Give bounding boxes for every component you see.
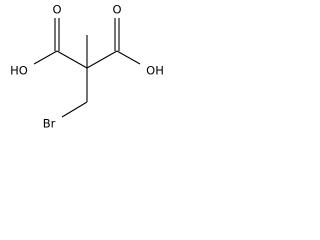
bond-c-left-carboxyl [56,50,88,69]
atom-oxygen-top-right: O [112,3,121,17]
atom-labels: O HO O OH Br [10,3,164,131]
bond-right-hydroxyl [116,50,141,65]
bonds [33,18,141,118]
chemical-structure: O HO O OH Br [10,3,164,131]
atom-bromine: Br [43,117,56,131]
bond-left-hydroxyl [33,50,58,65]
atom-oxygen-top-left: O [52,3,61,17]
atom-hydroxyl-left: HO [10,64,28,78]
bond-ch2-br [61,101,88,118]
bond-c-right-carboxyl [86,50,118,69]
atom-hydroxyl-right: OH [146,64,164,78]
